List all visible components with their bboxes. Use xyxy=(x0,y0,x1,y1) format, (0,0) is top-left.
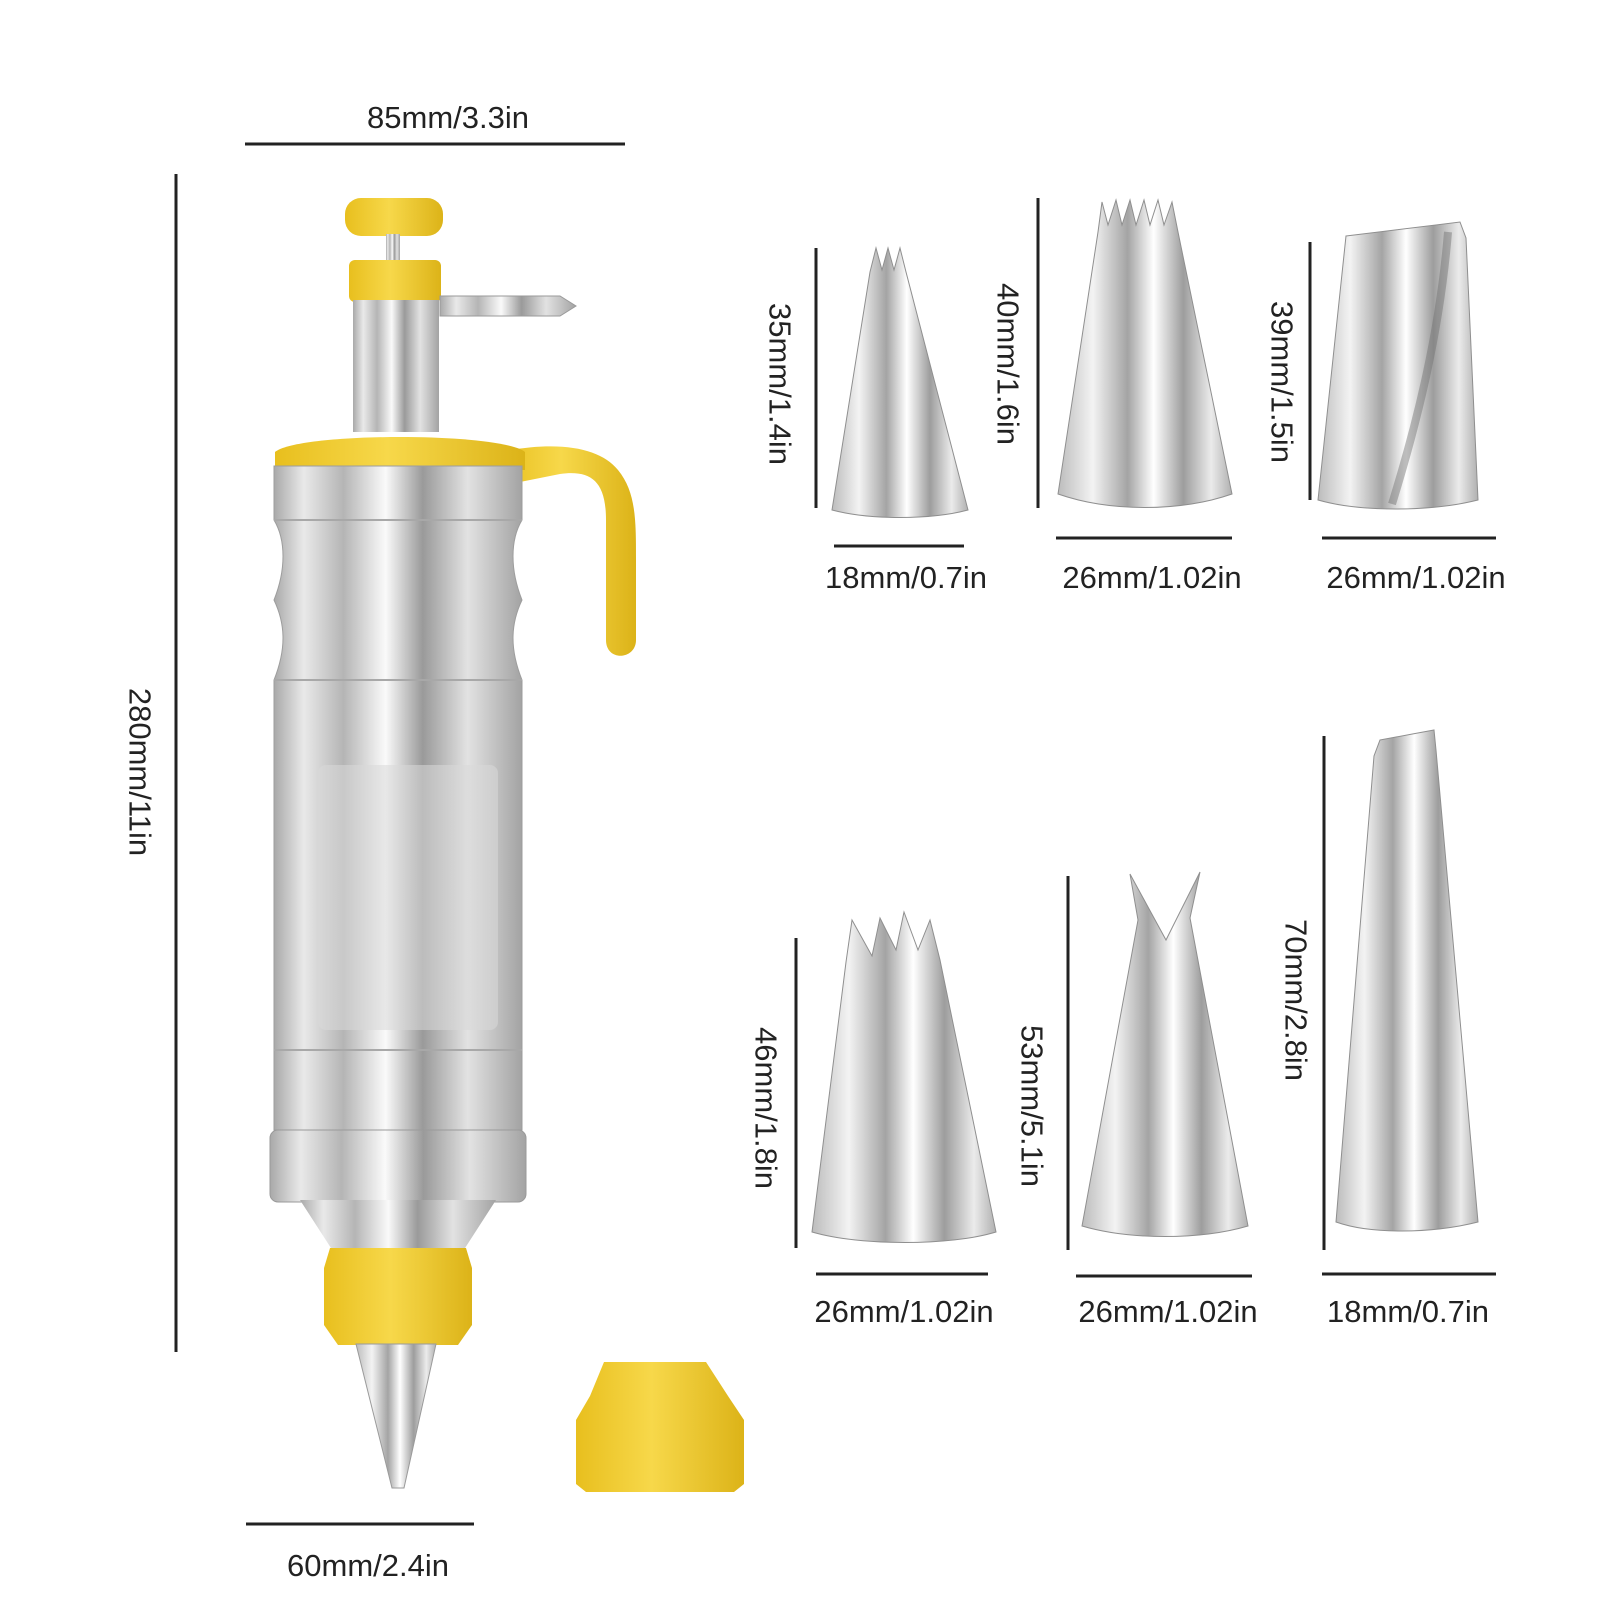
tip-1-height-label: 35mm/1.4in xyxy=(762,303,798,465)
tip-6-height-label: 70mm/2.8in xyxy=(1278,919,1314,1081)
syringe-height-label: 280mm/11in xyxy=(122,687,158,857)
tip-2-width-label: 26mm/1.02in xyxy=(1062,560,1242,595)
tip-1-closed-star-small xyxy=(831,246,969,518)
tip-1-width-label: 18mm/0.7in xyxy=(825,560,987,595)
tip-3-height-label: 39mm/1.5in xyxy=(1264,301,1300,463)
syringe-top-knob xyxy=(345,198,443,236)
nozzle-width-label: 60mm/2.4in xyxy=(287,1548,449,1583)
tip-5-leaf xyxy=(1081,871,1249,1237)
tip-3-width-label: 26mm/1.02in xyxy=(1326,560,1506,595)
syringe-top-flange xyxy=(275,437,525,470)
tip-6-long-petal xyxy=(1335,729,1479,1232)
cookie-press-syringe xyxy=(269,198,636,1489)
tip-4-height-label: 46mm/1.8in xyxy=(748,1027,784,1189)
syringe-side-rod xyxy=(439,295,577,317)
tip-3-petal xyxy=(1317,221,1479,510)
syringe-plunger-column xyxy=(353,300,439,432)
tip-2-closed-star-multi xyxy=(1057,198,1233,508)
tip-5-height-label: 53mm/5.1in xyxy=(1014,1025,1050,1187)
tip-2-height-label: 40mm/1.6in xyxy=(990,283,1026,445)
tip-6-width-label: 18mm/0.7in xyxy=(1327,1294,1489,1329)
tip-5-width-label: 26mm/1.02in xyxy=(1078,1294,1258,1329)
tip-4-width-label: 26mm/1.02in xyxy=(814,1294,994,1329)
tip-4-open-star xyxy=(811,910,997,1243)
syringe-nozzle-tip xyxy=(355,1343,437,1489)
spare-coupler-cap xyxy=(576,1362,744,1492)
syringe-coupler xyxy=(324,1248,472,1345)
syringe-width-label: 85mm/3.3in xyxy=(367,100,529,135)
syringe-window xyxy=(318,765,498,1030)
syringe-cone xyxy=(300,1200,496,1262)
dimension-lines xyxy=(174,142,1496,1526)
syringe-screw-shaft xyxy=(386,234,400,264)
syringe-bottom-ring xyxy=(269,1129,527,1203)
syringe-collar xyxy=(349,260,441,302)
